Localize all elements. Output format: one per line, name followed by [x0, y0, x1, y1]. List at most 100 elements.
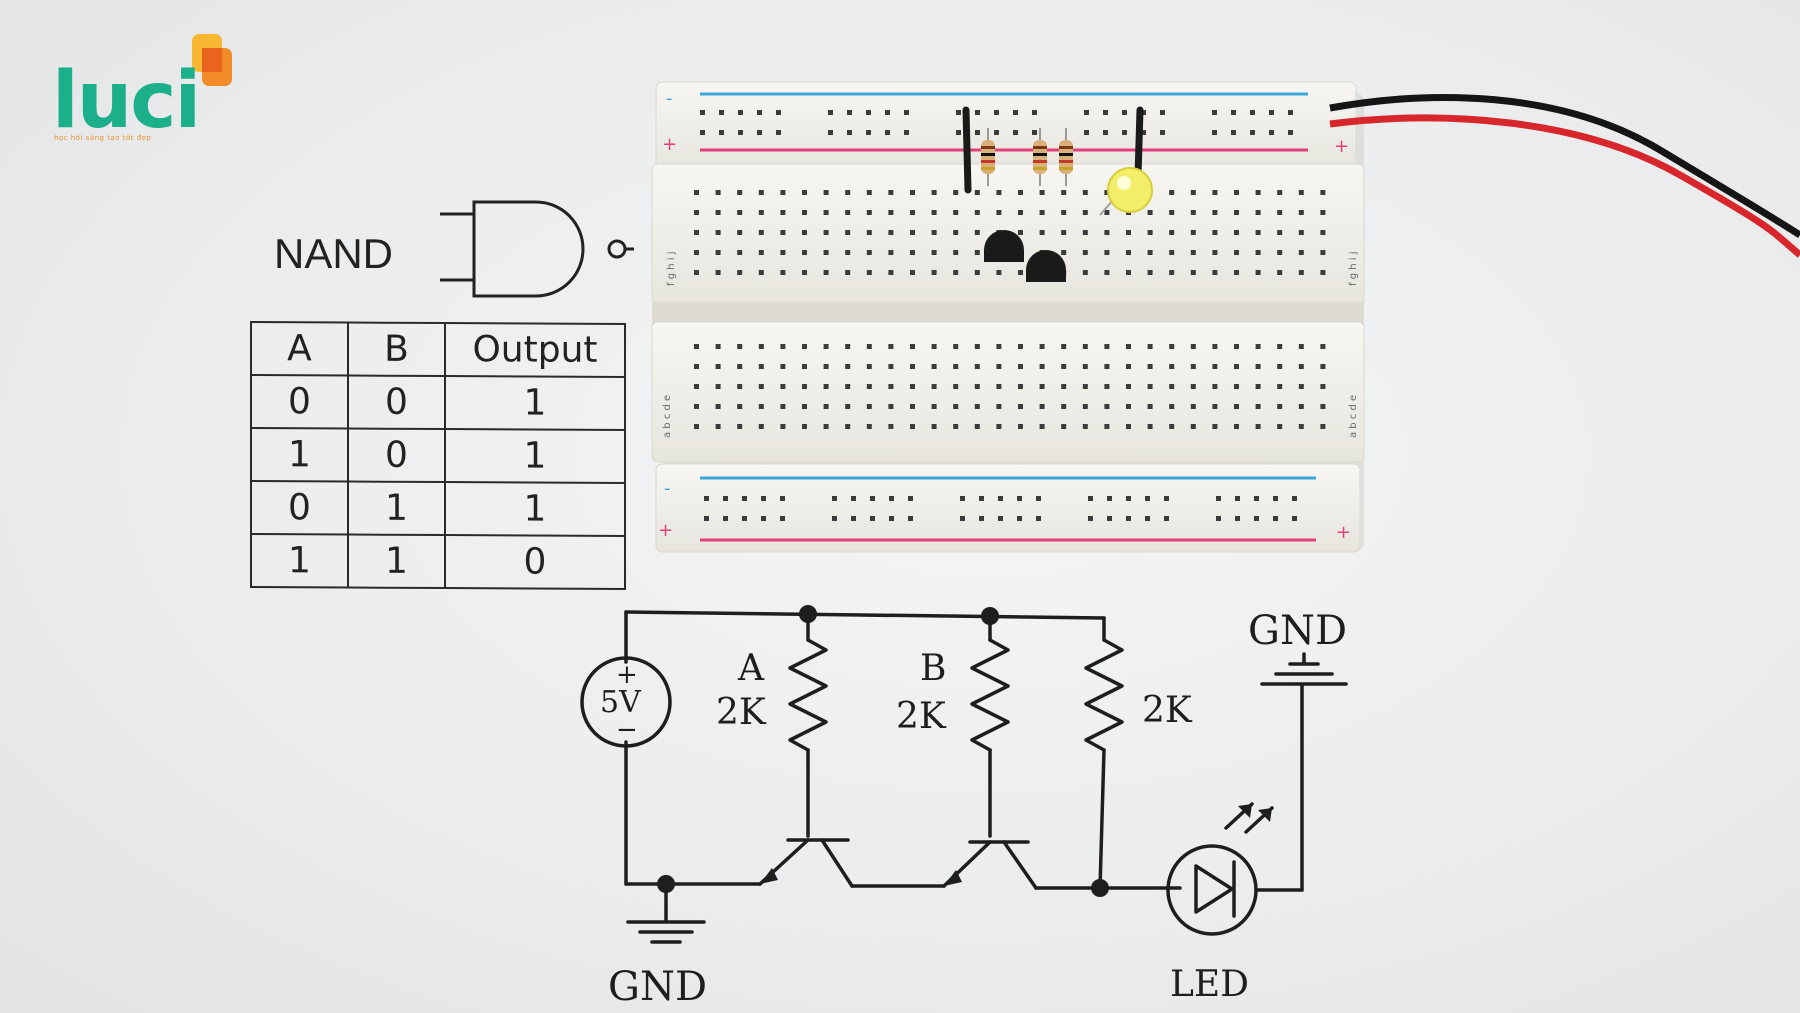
breadboard-hole — [1169, 270, 1175, 275]
breadboard-hole — [1169, 344, 1175, 349]
breadboard-hole — [866, 190, 872, 195]
breadboard-hole — [1126, 384, 1131, 389]
breadboard-hole — [1169, 384, 1175, 389]
logo-wordmark: luci — [52, 56, 201, 146]
breadboard-hole — [780, 190, 786, 195]
row-letters-lower-left: a b c d e — [662, 395, 673, 438]
breadboard-hole — [1216, 496, 1221, 501]
breadboard-hole — [1298, 190, 1304, 195]
breadboard-hole — [1255, 344, 1261, 349]
breadboard-hole — [904, 110, 909, 115]
breadboard-hole — [1107, 496, 1112, 501]
breadboard-hole — [715, 230, 721, 235]
breadboard-hole — [694, 424, 699, 429]
breadboard-hole — [1145, 516, 1150, 521]
breadboard-hole — [889, 496, 894, 501]
breadboard-hole — [1104, 364, 1110, 369]
breadboard-hole — [1147, 250, 1153, 255]
breadboard-hole — [888, 250, 894, 255]
breadboard-hole — [1039, 404, 1045, 409]
breadboard-hole — [851, 516, 856, 521]
breadboard-hole — [1190, 424, 1196, 429]
breadboard-hole — [931, 270, 937, 275]
breadboard-hole — [738, 110, 743, 115]
breadboard-hole — [1061, 210, 1067, 215]
breadboard-hole — [1084, 130, 1089, 135]
top-rail-holes — [700, 110, 1293, 135]
breadboard-hole — [1169, 190, 1175, 195]
breadboard-hole — [888, 270, 894, 275]
breadboard-hole — [802, 230, 807, 235]
terminal-strip-lower — [651, 321, 1365, 463]
breadboard-hole — [1254, 516, 1259, 521]
row-letters-lower-right: a b c d e — [1348, 395, 1359, 438]
breadboard-hole — [758, 270, 764, 275]
breadboard-hole — [866, 130, 871, 135]
breadboard-hole — [823, 344, 829, 349]
breadboard-hole — [1126, 424, 1131, 429]
breadboard-hole — [974, 364, 980, 369]
breadboard-hole — [715, 344, 721, 349]
breadboard-hole — [723, 496, 728, 501]
breadboard-hole — [1088, 516, 1093, 521]
breadboard-hole — [1061, 424, 1067, 429]
breadboard-hole — [1061, 364, 1067, 369]
breadboard-hole — [1103, 110, 1108, 115]
breadboard-hole — [1269, 130, 1274, 135]
breadboard-hole — [870, 516, 875, 521]
breadboard-hole — [910, 210, 915, 215]
rail-plus-top-right: + — [1334, 136, 1349, 157]
breadboard-hole — [1061, 230, 1067, 235]
breadboard-hole — [1082, 230, 1088, 235]
breadboard-hole — [1190, 210, 1196, 215]
breadboard-hole — [866, 344, 872, 349]
breadboard-hole — [1190, 364, 1196, 369]
breadboard-hole — [1039, 210, 1045, 215]
breadboard-hole — [974, 250, 980, 255]
breadboard-hole — [704, 496, 709, 501]
breadboard-hole — [910, 270, 915, 275]
breadboard-hole — [1104, 404, 1110, 409]
breadboard-hole — [1122, 130, 1127, 135]
breadboard-hole — [694, 404, 699, 409]
breadboard-hole — [996, 404, 1002, 409]
breadboard-hole — [723, 516, 728, 521]
breadboard-hole — [866, 270, 872, 275]
breadboard-hole — [1255, 364, 1261, 369]
breadboard-hole — [823, 364, 829, 369]
breadboard-hole — [1169, 230, 1175, 235]
breadboard-hole — [1277, 344, 1283, 349]
resistor-b-value: 2K — [896, 696, 947, 737]
breadboard-hole — [1061, 384, 1067, 389]
breadboard-hole — [715, 404, 721, 409]
breadboard-hole — [1018, 270, 1023, 275]
breadboard-hole — [776, 110, 781, 115]
breadboard-hole — [1190, 190, 1196, 195]
breadboard-hole — [1013, 110, 1018, 115]
breadboard-hole — [931, 190, 937, 195]
breadboard-hole — [802, 270, 807, 275]
breadboard-hole — [910, 404, 915, 409]
breadboard-hole — [737, 344, 743, 349]
breadboard-hole — [866, 210, 872, 215]
breadboard-hole — [904, 130, 909, 135]
breadboard-hole — [974, 270, 980, 275]
breadboard-hole — [1104, 384, 1110, 389]
breadboard-hole — [974, 384, 980, 389]
breadboard-hole — [715, 250, 721, 255]
breadboard-hole — [802, 250, 807, 255]
breadboard-hole — [974, 190, 980, 195]
breadboard-hole — [910, 250, 915, 255]
breadboard-hole — [1277, 190, 1283, 195]
breadboard-hole — [1039, 364, 1045, 369]
logo-mark-icon — [192, 34, 232, 86]
breadboard-hole — [1169, 424, 1175, 429]
breadboard-hole — [780, 250, 786, 255]
breadboard-hole — [1018, 230, 1023, 235]
breadboard-hole — [1082, 190, 1088, 195]
breadboard-hole — [1126, 364, 1131, 369]
breadboard-hole — [1190, 404, 1196, 409]
breadboard-hole — [953, 210, 959, 215]
source-voltage-label: 5V — [600, 685, 642, 720]
